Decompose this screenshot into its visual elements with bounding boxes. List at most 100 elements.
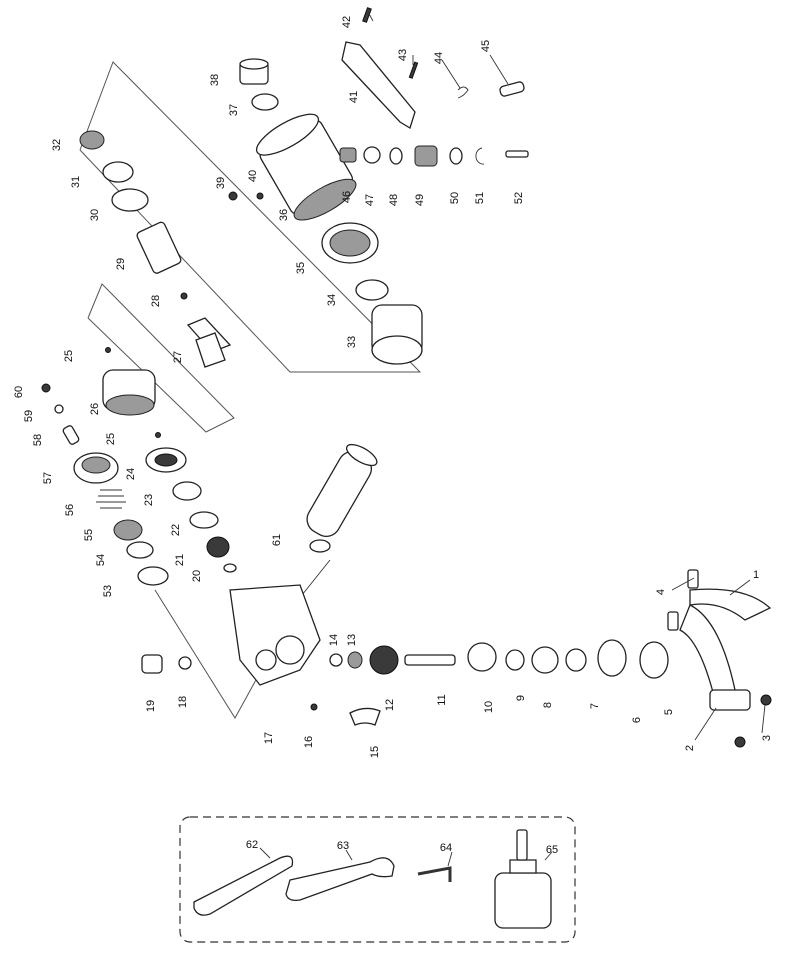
callout-7: 7: [589, 703, 601, 709]
part-32-bearing-cap: [79, 130, 105, 150]
callout-49: 49: [414, 194, 426, 206]
callout-25a: 25: [63, 350, 75, 362]
part-33-cylinder: [371, 304, 423, 365]
callout-9: 9: [515, 695, 527, 701]
part-38-inlet-bushing: [239, 58, 269, 85]
callout-50: 50: [449, 192, 461, 204]
part-65-oil-bottle: [494, 829, 552, 929]
callout-64: 64: [440, 842, 452, 854]
part-58-pin: [62, 425, 80, 445]
part-52-pin: [505, 150, 529, 158]
part-20-washer: [223, 563, 237, 573]
callout-8: 8: [542, 702, 554, 708]
callout-59: 59: [23, 410, 35, 422]
part-3-nut-lower: [734, 736, 746, 748]
callout-61: 61: [271, 534, 283, 546]
callout-55: 55: [83, 529, 95, 541]
callout-65: 65: [546, 844, 558, 856]
part-5-outer-flange: [639, 641, 669, 679]
part-60-screw: [41, 383, 51, 393]
callout-1: 1: [753, 569, 759, 581]
callout-47: 47: [364, 194, 376, 206]
part-26-cylinder-liner: [102, 369, 156, 416]
part-7-spacer: [565, 648, 587, 672]
callout-5: 5: [663, 709, 675, 715]
part-48-o-ring: [389, 147, 403, 165]
callout-6: 6: [631, 717, 643, 723]
part-49-valve-seat: [414, 145, 438, 167]
part-25-pin-lower: [155, 432, 161, 438]
callout-36: 36: [278, 209, 290, 221]
callout-25b: 25: [105, 433, 117, 445]
part-3-nut-upper: [760, 694, 772, 706]
callout-19: 19: [145, 700, 157, 712]
part-47-ball: [363, 146, 381, 164]
part-29-rotor: [136, 221, 182, 274]
part-50-o-ring: [449, 147, 463, 165]
callout-17: 17: [263, 732, 275, 744]
callout-11: 11: [436, 694, 448, 705]
callout-31: 31: [70, 176, 82, 188]
part-45-lock-pin: [499, 81, 525, 97]
part-6-inner-flange: [597, 639, 627, 677]
callout-53: 53: [102, 585, 114, 597]
part-30-end-plate: [111, 188, 149, 212]
part-46-valve: [339, 147, 357, 163]
callout-30: 30: [89, 209, 101, 221]
part-57-lock-ring: [73, 452, 119, 484]
part-42-pin: [362, 7, 372, 23]
part-44-spring: [457, 86, 469, 99]
part-64-hex-key: [417, 866, 452, 882]
callout-62: 62: [246, 839, 258, 851]
part-2-clamp: [709, 689, 751, 711]
callout-16: 16: [303, 736, 315, 748]
callout-labels: 1234567891011121314151617181920212223242…: [13, 16, 773, 856]
part-61-thread: [309, 539, 331, 553]
part-27-vanes: [186, 317, 232, 368]
callout-63: 63: [337, 840, 349, 852]
frame-motor-assembly: [79, 61, 422, 373]
part-4-screw-lower: [667, 611, 679, 631]
part-9-o-ring: [505, 649, 525, 671]
part-10-bearing: [467, 642, 497, 672]
callout-26: 26: [89, 403, 101, 415]
callout-40: 40: [247, 170, 259, 182]
part-39-screw: [228, 191, 238, 201]
callout-27: 27: [172, 351, 184, 363]
part-55-gear: [113, 519, 143, 541]
accessories-box: [179, 816, 576, 943]
part-18-washer: [178, 656, 192, 670]
part-11-spindle: [404, 654, 456, 666]
part-16-screw: [310, 703, 318, 711]
part-62-pin-wrench: [193, 855, 294, 916]
callout-38: 38: [209, 74, 221, 86]
part-21-bevel-gear: [206, 536, 230, 558]
part-13-nut: [347, 651, 363, 669]
callout-10: 10: [483, 701, 495, 713]
callout-32: 32: [51, 139, 63, 151]
part-51-retaining-ring: [475, 147, 485, 165]
part-1-wheel-guard: [679, 588, 772, 701]
callout-52: 52: [513, 192, 525, 204]
part-36-housing: [255, 113, 357, 221]
callout-15: 15: [369, 746, 381, 758]
part-35-cylinder-ring: [321, 222, 379, 264]
callout-24: 24: [125, 468, 137, 480]
callout-14: 14: [328, 634, 340, 646]
callout-44: 44: [433, 52, 445, 64]
callout-29: 29: [115, 258, 127, 270]
callout-23: 23: [143, 494, 155, 506]
callout-51: 51: [474, 192, 486, 204]
callout-4: 4: [655, 589, 667, 595]
callout-20: 20: [191, 570, 203, 582]
part-61-side-handle: [306, 443, 378, 537]
callout-37: 37: [228, 104, 240, 116]
part-23-bearing: [172, 481, 202, 501]
callout-39: 39: [215, 177, 227, 189]
part-34-o-ring: [355, 279, 389, 301]
part-43-pin: [408, 61, 419, 79]
part-17-gear-housing: [229, 584, 321, 686]
callout-18: 18: [177, 696, 189, 708]
